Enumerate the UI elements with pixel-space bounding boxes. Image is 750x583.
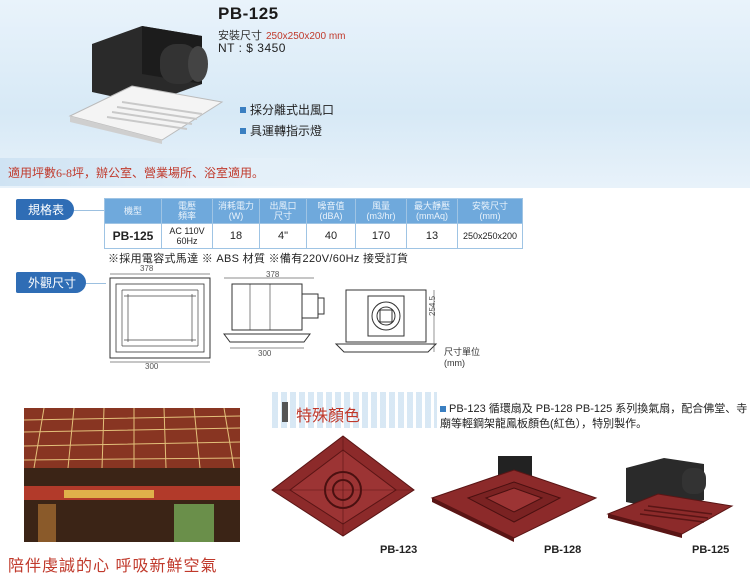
table-cell: 18: [212, 223, 260, 249]
dimension-section-tab: 外觀尺寸: [16, 272, 87, 293]
table-cell: 250x250x200: [457, 223, 523, 249]
height-label: 254.5: [428, 295, 437, 316]
table-cell: 40: [306, 223, 356, 249]
unit-label: 尺寸單位 (mm): [444, 347, 481, 368]
product-caption: PB-125: [692, 544, 730, 556]
table-header: 機型: [104, 198, 162, 224]
install-size: 安裝尺寸 250x250x200 mm: [218, 27, 346, 43]
feature-item: 採分離式出風口: [240, 101, 334, 118]
spec-notes: ※採用電容式馬達 ※ ABS 材質 ※備有220V/60Hz 接受訂貨: [108, 253, 409, 265]
install-label: 安裝尺寸: [218, 30, 262, 42]
bullet-icon: [240, 127, 246, 134]
temple-photo: [24, 408, 240, 542]
table-header-row: 機型 電壓 頻率 消耗電力 (W) 出風口 尺寸 噪音值 (dBA) 風量 (m…: [104, 198, 523, 224]
product-caption: PB-128: [544, 544, 582, 556]
table-cell: 4": [259, 223, 307, 249]
bullet-icon: [240, 106, 246, 113]
cross-section-drawing: [334, 289, 438, 353]
special-description: PB-123 循環扇及 PB-128 PB-125 系列換氣扇，配合佛堂、寺廟等…: [440, 403, 748, 430]
table-header: 噪音值 (dBA): [306, 198, 356, 224]
slogan: 陪伴虔誠的心 呼吸新鮮空氣: [8, 558, 218, 575]
pb123-product-image: [271, 435, 415, 537]
table-cell: 13: [406, 223, 458, 249]
table-cell: PB-125: [104, 223, 162, 249]
front-view-drawing: [109, 273, 211, 363]
table-header: 風量 (m3/hr): [355, 198, 407, 224]
model-title: PB-125: [218, 4, 279, 23]
feature-list: 採分離式出風口 具運轉指示燈: [240, 101, 334, 143]
pb125-product-image: [68, 26, 224, 144]
table-header: 電壓 頻率: [161, 198, 213, 224]
decorative-dots: [272, 392, 437, 428]
pb125-red-product-image: [606, 458, 734, 538]
table-header: 出風口 尺寸: [259, 198, 307, 224]
install-dimension: 250x250x200 mm: [266, 31, 346, 42]
side-bottom-label: 300: [258, 349, 272, 358]
price: NT : $ 3450: [218, 41, 286, 55]
bullet-icon: [440, 406, 446, 412]
front-depth-label: 300: [145, 362, 159, 371]
suitable-text: 適用坪數6-8坪，辦公室、營業場所、浴室適用。: [8, 166, 264, 180]
table-header: 安裝尺寸 (mm): [457, 198, 523, 224]
feature-item: 具運轉指示燈: [240, 122, 334, 139]
suitable-banner: 適用坪數6-8坪，辦公室、營業場所、浴室適用。: [0, 158, 360, 186]
table-header: 最大靜壓 (mmAq): [406, 198, 458, 224]
product-caption: PB-123: [380, 544, 418, 556]
table-header: 消耗電力 (W): [212, 198, 260, 224]
table-row: PB-125 AC 110V 60Hz 18 4" 40 170 13 250x…: [104, 223, 523, 249]
table-cell: 170: [355, 223, 407, 249]
spec-section-tab: 規格表: [16, 199, 75, 220]
side-width-label: 378: [266, 270, 280, 279]
title-bar: [282, 402, 288, 422]
side-view-drawing: [223, 277, 325, 349]
table-cell: AC 110V 60Hz: [161, 223, 213, 249]
spec-table: 機型 電壓 頻率 消耗電力 (W) 出風口 尺寸 噪音值 (dBA) 風量 (m…: [104, 198, 523, 249]
special-color-title: 特殊顏色: [296, 408, 361, 425]
front-width-label: 378: [140, 264, 154, 273]
pb128-product-image: [430, 456, 598, 542]
